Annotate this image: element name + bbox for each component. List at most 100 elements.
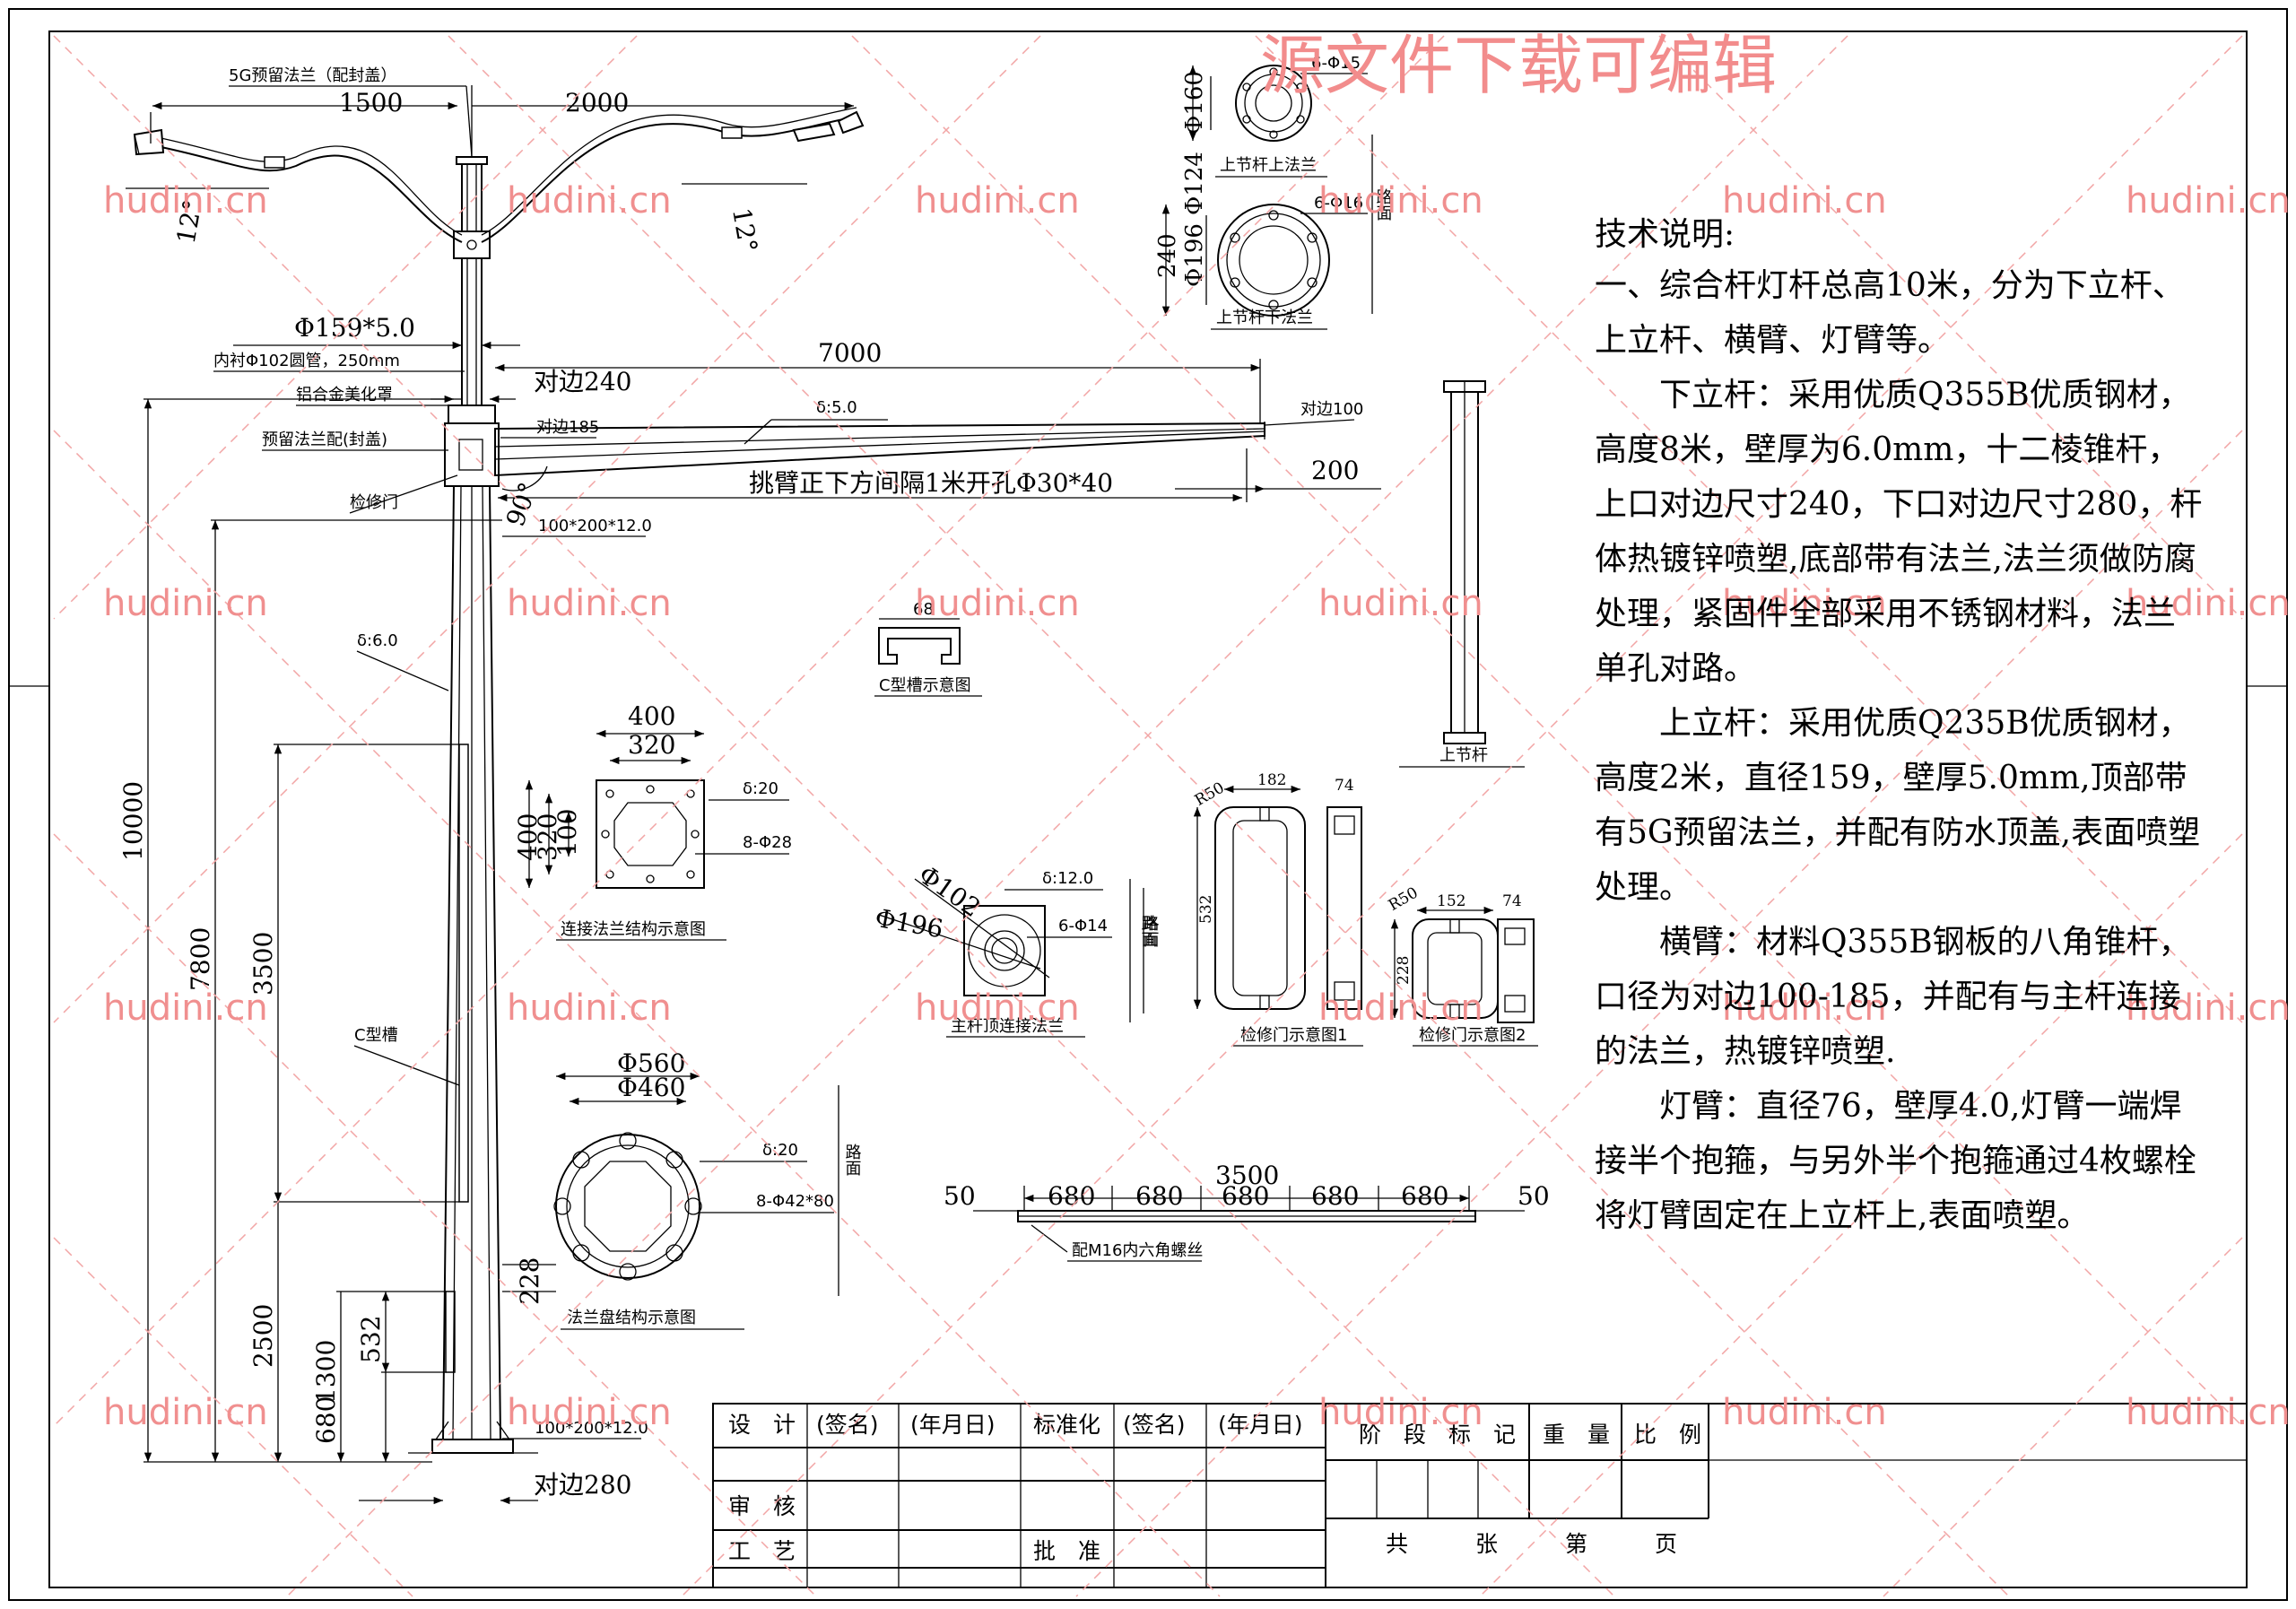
dim-10000: 10000 xyxy=(118,781,148,861)
wm-tile: hudini.cn xyxy=(1722,180,1887,222)
dim-228: 228 xyxy=(515,1257,544,1305)
top-flange-label: 5G预留法兰（配封盖） xyxy=(229,66,396,85)
uf-caption-bot: 上节杆下法兰 xyxy=(1216,309,1313,327)
header-watermark: 源文件下载可编辑 xyxy=(1260,28,1777,103)
wm-tile: hudini.cn xyxy=(507,180,672,222)
pole-thickness: δ:6.0 xyxy=(357,631,398,650)
watermark-lattice xyxy=(53,35,2243,1597)
tb-standard: 标准化 xyxy=(1033,1412,1100,1438)
d2-w: 152 xyxy=(1437,892,1465,910)
wm-tile: hudini.cn xyxy=(915,583,1080,624)
connect-flange-detail: 400 320 400 320 100 δ:20 8-Φ28 连接法兰结构示意图 xyxy=(513,701,792,941)
plate-base: 100*200*12.0 xyxy=(535,1419,648,1438)
wm-tile: hudini.cn xyxy=(2126,180,2291,222)
wm-tile: hudini.cn xyxy=(103,583,268,624)
channel-strip-detail: 3500 50 50 680 680 680 680 680 配M16内六角螺丝 xyxy=(944,1161,1550,1262)
wm-tile: hudini.cn xyxy=(507,987,672,1029)
cf-d320: 320 xyxy=(628,730,675,760)
c-channel-caption: C型槽示意图 xyxy=(879,676,971,695)
arm-across-top: 对边240 xyxy=(534,367,631,396)
bf-road: 路面 xyxy=(843,1144,862,1176)
uf-holes-bot: 6-Φ16 xyxy=(1314,194,1363,213)
tb-approve: 批 准 xyxy=(1033,1538,1100,1564)
note-paragraph: 上立杆：采用优质Q235B优质钢材，高度2米，直径159，壁厚5.0mm,顶部带… xyxy=(1595,705,2201,906)
tb-date1: (年月日) xyxy=(910,1412,996,1438)
wm-tile: hudini.cn xyxy=(1318,1392,1483,1433)
note-paragraph: 一、综合杆灯杆总高10米，分为下立杆、上立杆、横臂、灯臂等。 xyxy=(1595,267,2185,359)
tb-design: 设 计 xyxy=(728,1412,796,1438)
upper-section-caption: 上节杆 xyxy=(1439,746,1488,765)
cs-span-4: 680 xyxy=(1311,1181,1359,1211)
dim-3500: 3500 xyxy=(248,932,278,996)
wm-tile: hudini.cn xyxy=(507,1392,672,1433)
tb-review: 审 核 xyxy=(728,1493,796,1519)
liner-label: 内衬Φ102圆管，250mm xyxy=(213,352,400,370)
d1-d: 74 xyxy=(1335,777,1354,795)
d2-caption: 检修门示意图2 xyxy=(1419,1026,1526,1045)
cf-side-320: 320 xyxy=(533,813,562,861)
wm-tile: hudini.cn xyxy=(507,583,672,624)
cross-arm xyxy=(494,422,1265,477)
notes-title: 技术说明: xyxy=(1595,216,1735,253)
wm-tile: hudini.cn xyxy=(2126,583,2291,624)
wm-tile: hudini.cn xyxy=(1318,180,1483,222)
title-block: 设 计 (签名) (年月日) 标准化 (签名) (年月日) 审 核 工 艺 批 … xyxy=(712,1403,2248,1588)
wm-tile: hudini.cn xyxy=(103,987,268,1029)
dim-2500: 2500 xyxy=(248,1304,278,1368)
dim-1500: 1500 xyxy=(339,88,403,117)
arm-end-len: 200 xyxy=(1311,456,1359,485)
arm-dimensions: 7000 对边240 δ:5.0 对边100 对边185 200 挑臂正下方间隔… xyxy=(430,338,1381,502)
wm-tile: hudini.cn xyxy=(103,1392,268,1433)
cf-thickness: δ:20 xyxy=(743,779,778,798)
cover-label: 铝合金美化罩 xyxy=(296,386,393,404)
bf-thickness: δ:20 xyxy=(762,1141,798,1160)
wm-tile: hudini.cn xyxy=(2126,987,2291,1029)
tb-sign1: (签名) xyxy=(816,1412,879,1438)
door-label: 检修门 xyxy=(350,493,398,512)
cs-edge-r: 50 xyxy=(1518,1181,1550,1211)
watermark-text: 源文件下载可编辑 hudini.cn hudini.cn hudini.cn h… xyxy=(103,28,2291,1433)
d2-r: R50 xyxy=(1386,883,1422,915)
d2-d: 74 xyxy=(1502,892,1522,910)
wm-tile: hudini.cn xyxy=(1722,583,1887,624)
upper-flanges-detail: Φ160 Φ124 6-Φ15 上节杆上法兰 240 Φ196 6-Φ16 上节… xyxy=(1154,54,1393,330)
arm-length: 7000 xyxy=(818,338,882,368)
bf-d560: Φ560 xyxy=(617,1048,685,1078)
uf-d160: Φ160 xyxy=(1181,71,1208,135)
arm-across-end: 对边100 xyxy=(1300,400,1363,419)
uf-holes-top: 6-Φ15 xyxy=(1311,54,1361,73)
cs-caption: 配M16内六角螺丝 xyxy=(1072,1241,1203,1260)
bf-d460: Φ460 xyxy=(617,1073,685,1102)
wm-tile: hudini.cn xyxy=(1318,583,1483,624)
base-flange-detail: Φ560 Φ460 δ:20 8-Φ42*80 路面 法兰盘结构示意图 xyxy=(553,1048,862,1330)
tb-date2: (年月日) xyxy=(1218,1412,1303,1438)
cs-total: 3500 xyxy=(1215,1161,1279,1190)
upper-section-detail: 上节杆 xyxy=(1399,380,1525,768)
uf-d124: Φ124 xyxy=(1181,152,1208,215)
wm-tile: hudini.cn xyxy=(1722,987,1887,1029)
d2-h: 228 xyxy=(1395,956,1413,985)
arm-holes-note: 挑臂正下方间隔1米开孔Φ30*40 xyxy=(749,468,1113,498)
cf-side-400: 400 xyxy=(513,813,543,861)
wm-tile: hudini.cn xyxy=(1722,1392,1887,1433)
main-pole xyxy=(408,156,538,1454)
outer-frame xyxy=(8,8,2288,1601)
uf-caption-top: 上节杆上法兰 xyxy=(1220,156,1317,175)
cs-span-2: 680 xyxy=(1135,1181,1183,1211)
uf-road: 路面 xyxy=(1374,188,1393,221)
door2-detail: 152 R50 74 228 检修门示意图2 xyxy=(1386,883,1538,1047)
dim-532: 532 xyxy=(356,1316,386,1363)
tf-caption: 主杆顶连接法兰 xyxy=(951,1017,1064,1036)
wm-tile: hudini.cn xyxy=(103,180,268,222)
d1-w: 182 xyxy=(1257,771,1286,789)
arm-thickness: δ:5.0 xyxy=(816,398,857,417)
base-across: 对边280 xyxy=(534,1470,631,1500)
tf-holes: 6-Φ14 xyxy=(1058,917,1108,935)
lamp-arms xyxy=(133,107,865,243)
tf-d196: Φ196 xyxy=(873,903,945,944)
cs-edge-l: 50 xyxy=(944,1181,976,1211)
tb-scale: 比 例 xyxy=(1634,1422,1701,1448)
d1-r: R50 xyxy=(1192,778,1228,810)
upper-pipe-dim: Φ159*5.0 xyxy=(294,313,415,343)
dim-680: 680 xyxy=(311,1396,341,1444)
